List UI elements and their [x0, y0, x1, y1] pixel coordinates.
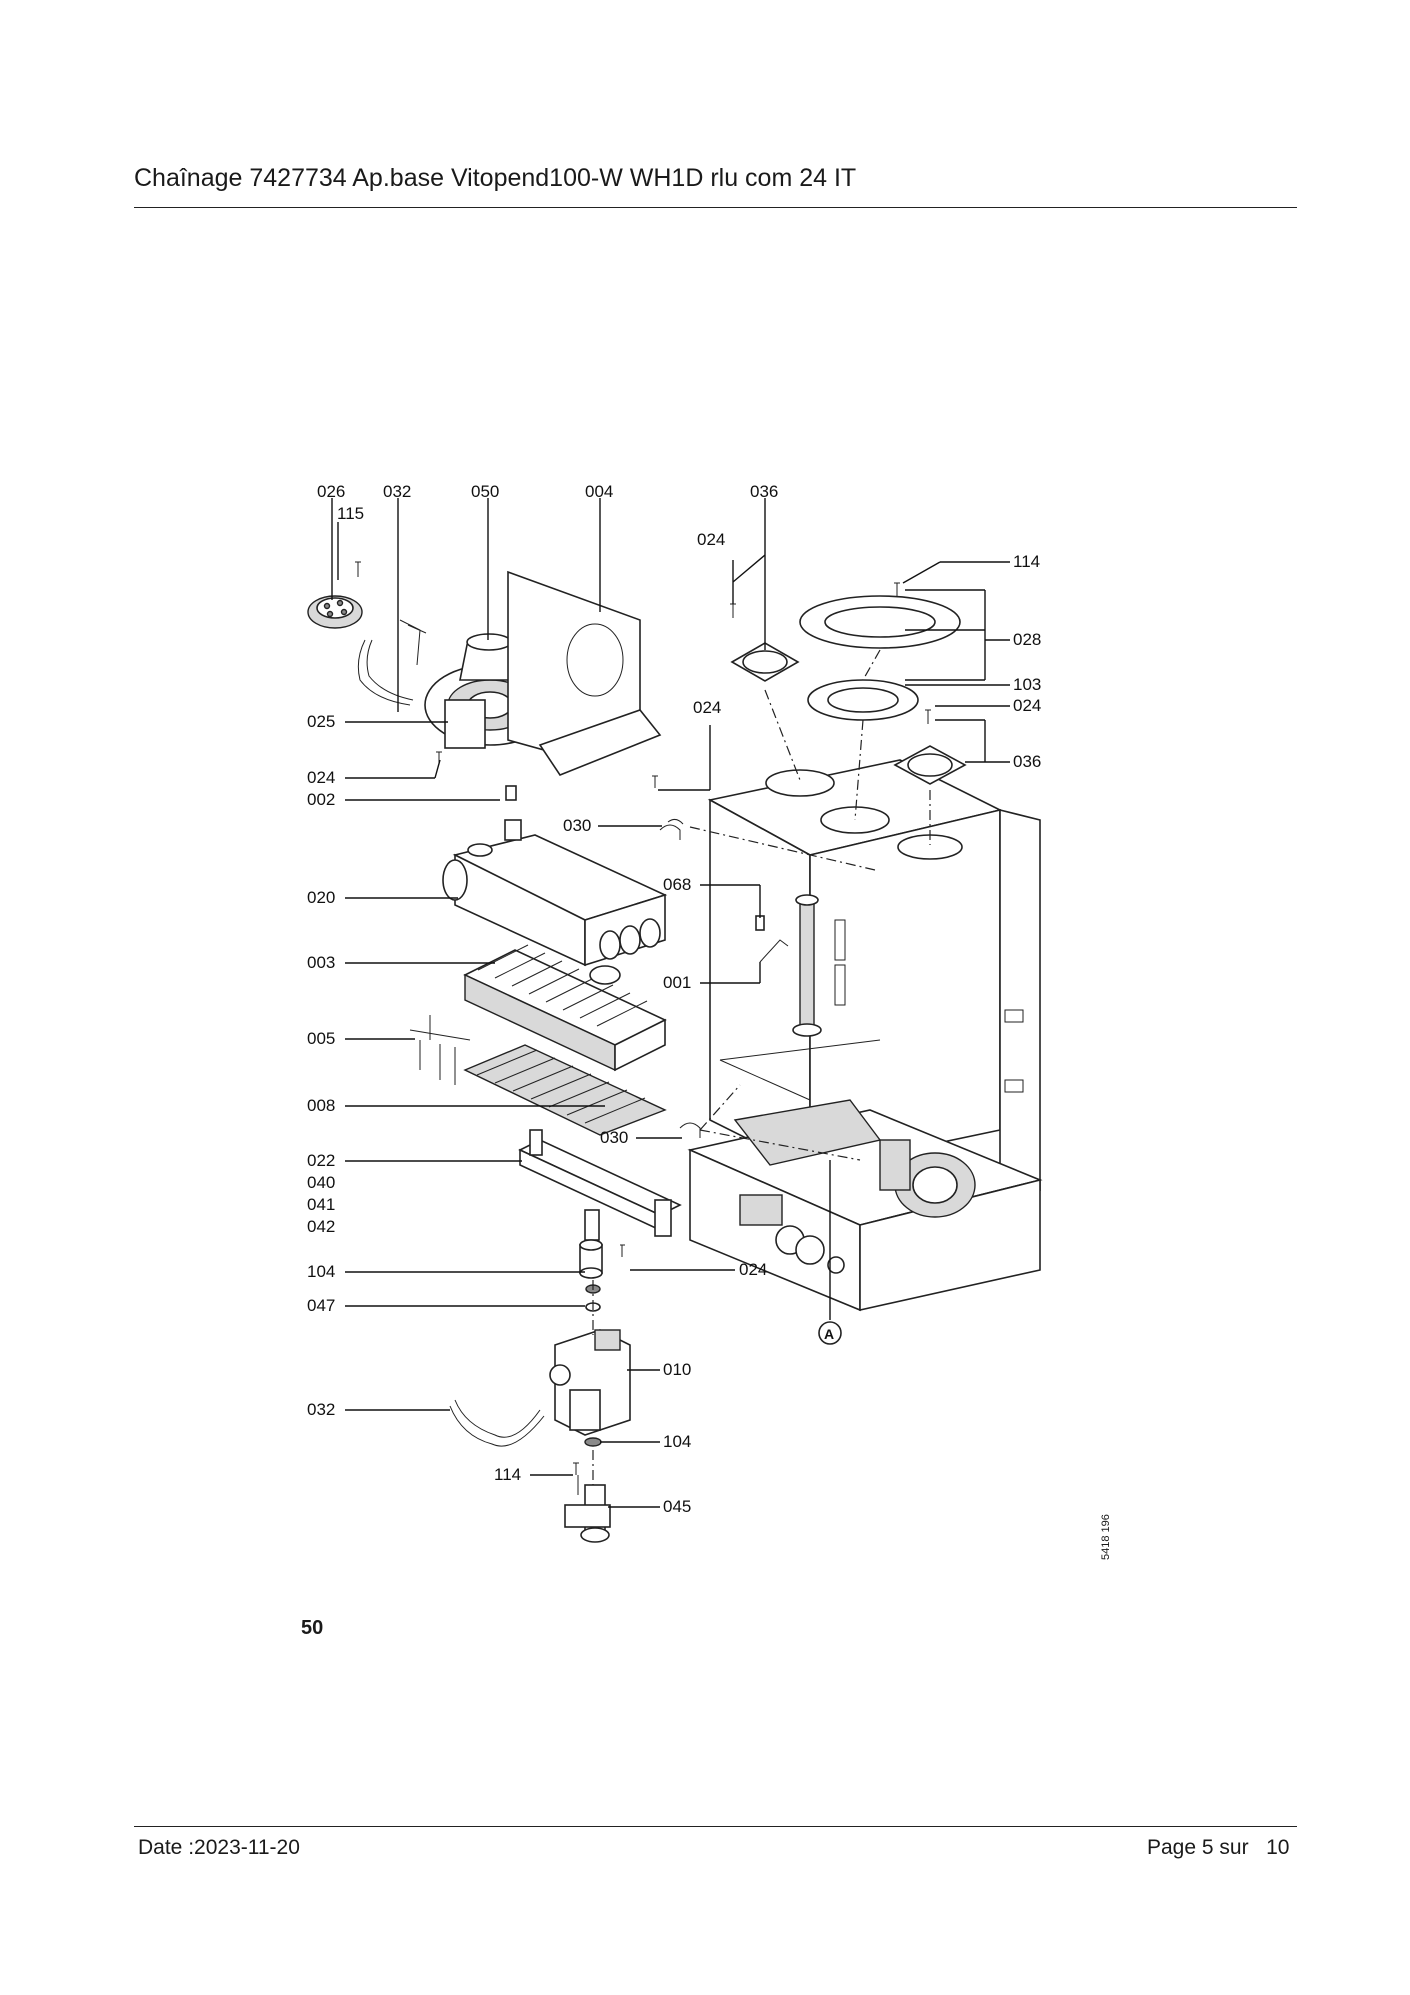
label-104: 104 [307, 1262, 335, 1281]
label-047: 047 [307, 1296, 335, 1315]
flue-rings [730, 595, 967, 785]
label-068: 068 [663, 875, 691, 894]
label-030: 030 [600, 1128, 628, 1147]
gas-manifold [518, 1129, 682, 1241]
label-036: 036 [1013, 752, 1041, 771]
page-total: 10 [1266, 1836, 1290, 1859]
label-028: 028 [1013, 630, 1041, 649]
label-008: 008 [307, 1096, 335, 1115]
label-005: 005 [307, 1029, 335, 1048]
leader-lines [331, 498, 1010, 1508]
control-box [687, 1099, 1043, 1312]
label-002: 002 [307, 790, 335, 809]
page-label: Page 5 sur [1147, 1836, 1249, 1859]
assembly-lines [592, 649, 931, 1485]
page-title: Chaînage 7427734 Ap.base Vitopend100-W W… [134, 164, 857, 192]
label-003: 003 [307, 953, 335, 972]
label-114: 114 [494, 1465, 521, 1484]
label-024: 024 [693, 698, 721, 717]
label-103: 103 [1013, 675, 1041, 694]
gas-valve [449, 1239, 631, 1543]
label-020: 020 [307, 888, 335, 907]
label-045: 045 [663, 1497, 691, 1516]
burner-grid [463, 1044, 667, 1136]
screws [355, 561, 931, 1475]
part-labels: 026 115 032 050 004 036 024 114 028 103 … [307, 482, 1041, 1516]
label-032: 032 [307, 1400, 335, 1419]
label-001: 001 [663, 973, 691, 992]
electrodes [409, 1015, 471, 1085]
label-024: 024 [1013, 696, 1041, 715]
fan-assembly [307, 570, 662, 776]
label-104: 104 [663, 1432, 691, 1451]
label-026: 026 [317, 482, 345, 501]
label-042: 042 [307, 1217, 335, 1236]
label-036: 036 [750, 482, 778, 501]
heat-exchanger [442, 819, 668, 967]
label-025: 025 [307, 712, 335, 731]
callout-a-circle [818, 1321, 842, 1345]
label-024: 024 [697, 530, 725, 549]
label-032: 032 [383, 482, 411, 501]
footer-date: Date :2023-11-20 [138, 1836, 300, 1859]
footer-rule [134, 1826, 1297, 1827]
callout-a-label: A [824, 1326, 834, 1342]
label-050: 050 [471, 482, 499, 501]
figure-number: 50 [301, 1617, 324, 1639]
header-rule [134, 207, 1297, 208]
label-115: 115 [337, 504, 364, 523]
label-040: 040 [307, 1173, 335, 1192]
label-024: 024 [307, 768, 335, 787]
label-024: 024 [739, 1260, 767, 1279]
label-114: 114 [1013, 552, 1040, 571]
label-022: 022 [307, 1151, 335, 1170]
clips [505, 785, 789, 1138]
label-041: 041 [307, 1195, 335, 1214]
label-004: 004 [585, 482, 613, 501]
burner [463, 944, 667, 1072]
drawing-reference: 5418 196 [1100, 1514, 1112, 1560]
label-030: 030 [563, 816, 591, 835]
label-010: 010 [663, 1360, 691, 1379]
boiler-casing [707, 759, 1041, 1192]
footer-page: Page 5 sur 10 [1147, 1836, 1289, 1860]
